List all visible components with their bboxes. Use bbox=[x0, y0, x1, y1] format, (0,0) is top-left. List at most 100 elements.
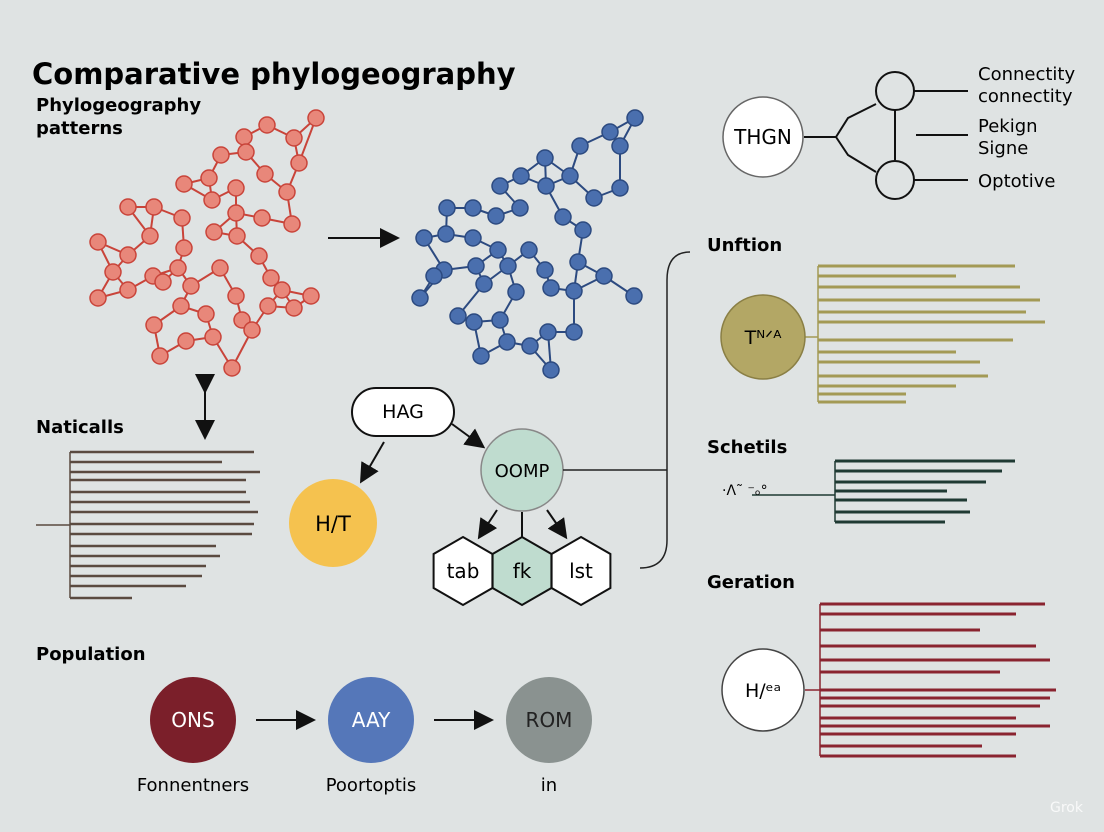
network-node bbox=[569, 253, 587, 271]
hag-node bbox=[351, 387, 455, 437]
network-node bbox=[574, 221, 592, 239]
network-node bbox=[491, 177, 509, 195]
network-node bbox=[197, 305, 215, 323]
thgn-node bbox=[722, 96, 804, 178]
network-node bbox=[200, 169, 218, 187]
label-optotive: Optotive bbox=[978, 171, 1055, 192]
network-node bbox=[89, 233, 107, 251]
hexagon-label: fk bbox=[513, 559, 532, 583]
network-node bbox=[449, 307, 467, 325]
hexagon-lst bbox=[550, 535, 612, 607]
label-connectity: Connectity bbox=[978, 64, 1075, 85]
ht-node bbox=[289, 479, 377, 567]
schetils-marks: ·Λ˜ ⁻ₒ° bbox=[722, 483, 768, 499]
network-node bbox=[119, 198, 137, 216]
section-population: Population bbox=[36, 644, 146, 665]
network-node bbox=[256, 165, 274, 183]
population-node-ons bbox=[150, 677, 236, 763]
network-node bbox=[175, 175, 193, 193]
network-node bbox=[173, 209, 191, 227]
hag-label: HAG bbox=[382, 401, 424, 423]
network-node bbox=[536, 149, 554, 167]
population-node-label: ONS bbox=[171, 708, 214, 732]
oomp-arrow-right bbox=[546, 509, 568, 540]
network-node bbox=[467, 257, 485, 275]
network-node bbox=[437, 225, 455, 243]
geration-tree bbox=[805, 602, 1056, 758]
network-node bbox=[542, 279, 560, 297]
bracket bbox=[639, 251, 691, 569]
network-node bbox=[498, 333, 516, 351]
network-node bbox=[283, 215, 301, 233]
network-node bbox=[595, 267, 613, 285]
network-node bbox=[625, 287, 643, 305]
network-node bbox=[507, 283, 525, 301]
thgn-label: THGN bbox=[733, 125, 792, 149]
population-node-aay bbox=[328, 677, 414, 763]
network-node bbox=[425, 267, 443, 285]
section-unftion: Unftion bbox=[707, 235, 782, 256]
geration-node-label: H/ᵉᵃ bbox=[745, 680, 781, 702]
label-connectity-2: connectity bbox=[978, 86, 1073, 107]
network-node bbox=[302, 287, 320, 305]
unftion-node-label: Tᴺᐟᴬ bbox=[744, 327, 783, 349]
network-node bbox=[511, 199, 529, 217]
network-node bbox=[475, 275, 493, 293]
blue-network bbox=[411, 109, 644, 379]
network-node bbox=[177, 332, 195, 350]
watermark: Grok bbox=[1050, 800, 1084, 816]
network-node bbox=[259, 297, 277, 315]
network-node bbox=[537, 177, 555, 195]
red-network bbox=[89, 109, 325, 377]
network-node bbox=[491, 311, 509, 329]
network-node bbox=[227, 179, 245, 197]
population-caption: Poortoptis bbox=[326, 775, 417, 796]
network-node bbox=[465, 313, 483, 331]
section-geration: Geration bbox=[707, 572, 795, 593]
upper-node bbox=[875, 71, 915, 111]
network-node bbox=[237, 143, 255, 161]
population-node-label: AAY bbox=[352, 708, 391, 732]
naticalls-tree bbox=[36, 450, 260, 600]
hag-to-ht-arrow bbox=[359, 441, 385, 484]
geration-node bbox=[721, 648, 805, 732]
network-node bbox=[601, 123, 619, 141]
section-naticalls: Naticalls bbox=[36, 417, 124, 438]
network-node bbox=[258, 116, 276, 134]
network-node bbox=[145, 198, 163, 216]
network-node bbox=[141, 227, 159, 245]
network-node bbox=[104, 263, 122, 281]
population-node-rom bbox=[506, 677, 592, 763]
network-node bbox=[536, 261, 554, 279]
network-node bbox=[154, 273, 172, 291]
hexagon-label: tab bbox=[447, 559, 480, 583]
network-node bbox=[278, 183, 296, 201]
network-node bbox=[243, 321, 261, 339]
network-node bbox=[539, 323, 557, 341]
oomp-arrow-left bbox=[477, 509, 498, 540]
network-node bbox=[571, 137, 589, 155]
network-node bbox=[611, 137, 629, 155]
thgn-branches bbox=[804, 90, 968, 181]
network-node bbox=[250, 247, 268, 265]
network-node bbox=[542, 361, 560, 379]
network-node bbox=[212, 146, 230, 164]
network-node bbox=[585, 189, 603, 207]
network-node bbox=[415, 229, 433, 247]
network-node bbox=[489, 241, 507, 259]
network-node bbox=[182, 277, 200, 295]
network-node bbox=[411, 289, 429, 307]
network-node bbox=[228, 227, 246, 245]
network-node bbox=[438, 199, 456, 217]
network-node bbox=[307, 109, 325, 127]
page-title: Comparative phylogeography bbox=[32, 57, 516, 91]
network-node bbox=[119, 281, 137, 299]
network-node bbox=[521, 337, 539, 355]
network-node bbox=[203, 191, 221, 209]
network-node bbox=[565, 282, 583, 300]
network-node bbox=[204, 328, 222, 346]
network-node bbox=[253, 209, 271, 227]
network-node bbox=[520, 241, 538, 259]
network-node bbox=[561, 167, 579, 185]
